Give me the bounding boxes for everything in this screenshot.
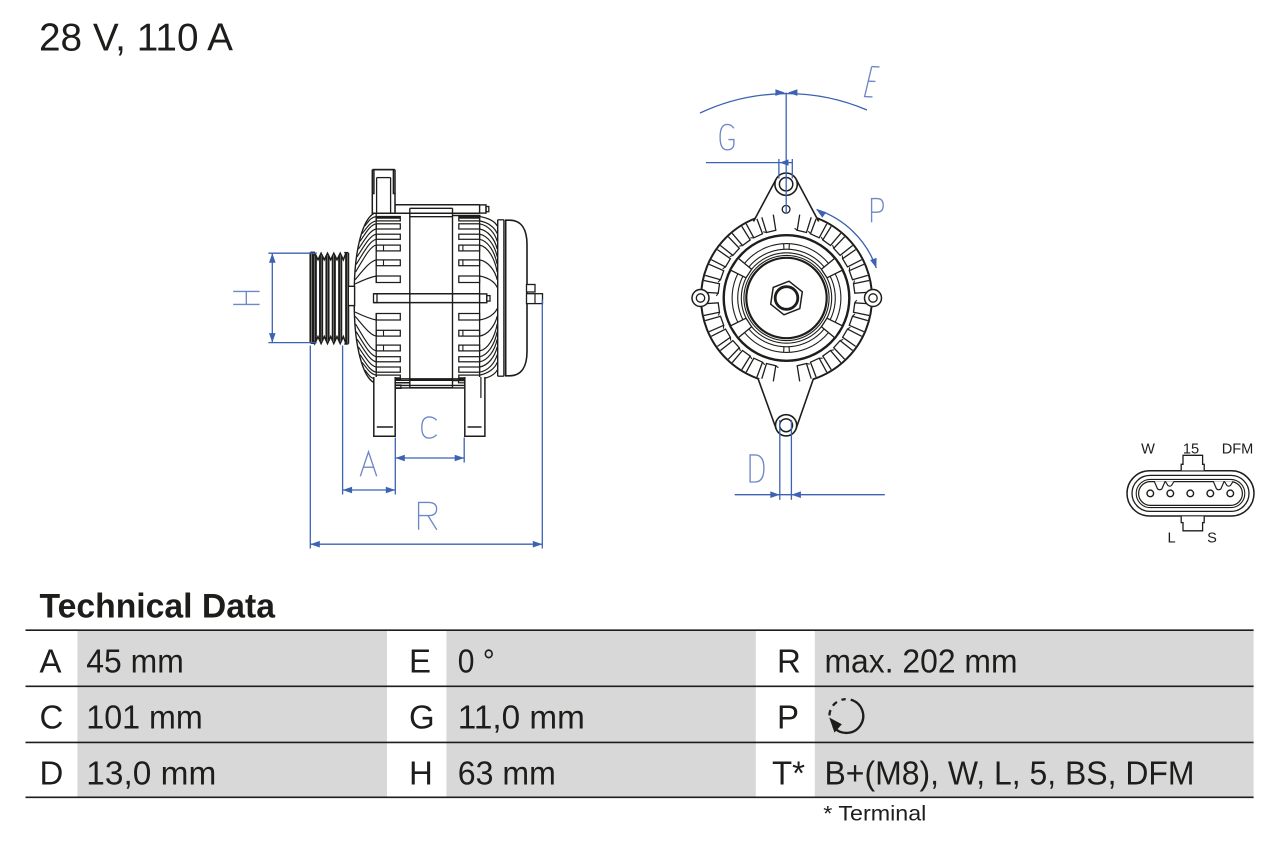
svg-text:0 °: 0 °	[458, 643, 495, 680]
svg-text:H: H	[409, 755, 433, 792]
svg-text:T*: T*	[772, 755, 805, 792]
svg-text:13,0 mm: 13,0 mm	[86, 755, 216, 792]
svg-text:G: G	[409, 699, 435, 736]
svg-text:S: S	[1207, 530, 1217, 546]
svg-text:W: W	[1141, 442, 1155, 458]
svg-text:C: C	[40, 699, 64, 736]
svg-text:Technical Data: Technical Data	[40, 588, 277, 626]
svg-text:15: 15	[1183, 442, 1199, 458]
svg-text:A: A	[40, 643, 62, 680]
svg-text:DFM: DFM	[1222, 442, 1254, 458]
svg-text:D: D	[40, 755, 64, 792]
svg-text:28 V, 110 A: 28 V, 110 A	[39, 17, 233, 60]
svg-text:max. 202 mm: max. 202 mm	[825, 643, 1018, 680]
svg-text:P: P	[777, 699, 799, 736]
svg-text:63 mm: 63 mm	[458, 755, 556, 792]
svg-text:45 mm: 45 mm	[86, 643, 184, 680]
svg-text:L: L	[1167, 530, 1175, 546]
svg-text:* Terminal: * Terminal	[823, 802, 926, 825]
svg-text:101 mm: 101 mm	[86, 699, 203, 736]
svg-text:E: E	[409, 643, 431, 680]
svg-text:R: R	[777, 643, 801, 680]
svg-text:11,0 mm: 11,0 mm	[458, 699, 585, 736]
svg-text:B+(M8), W, L, 5, BS, DFM: B+(M8), W, L, 5, BS, DFM	[825, 755, 1195, 792]
